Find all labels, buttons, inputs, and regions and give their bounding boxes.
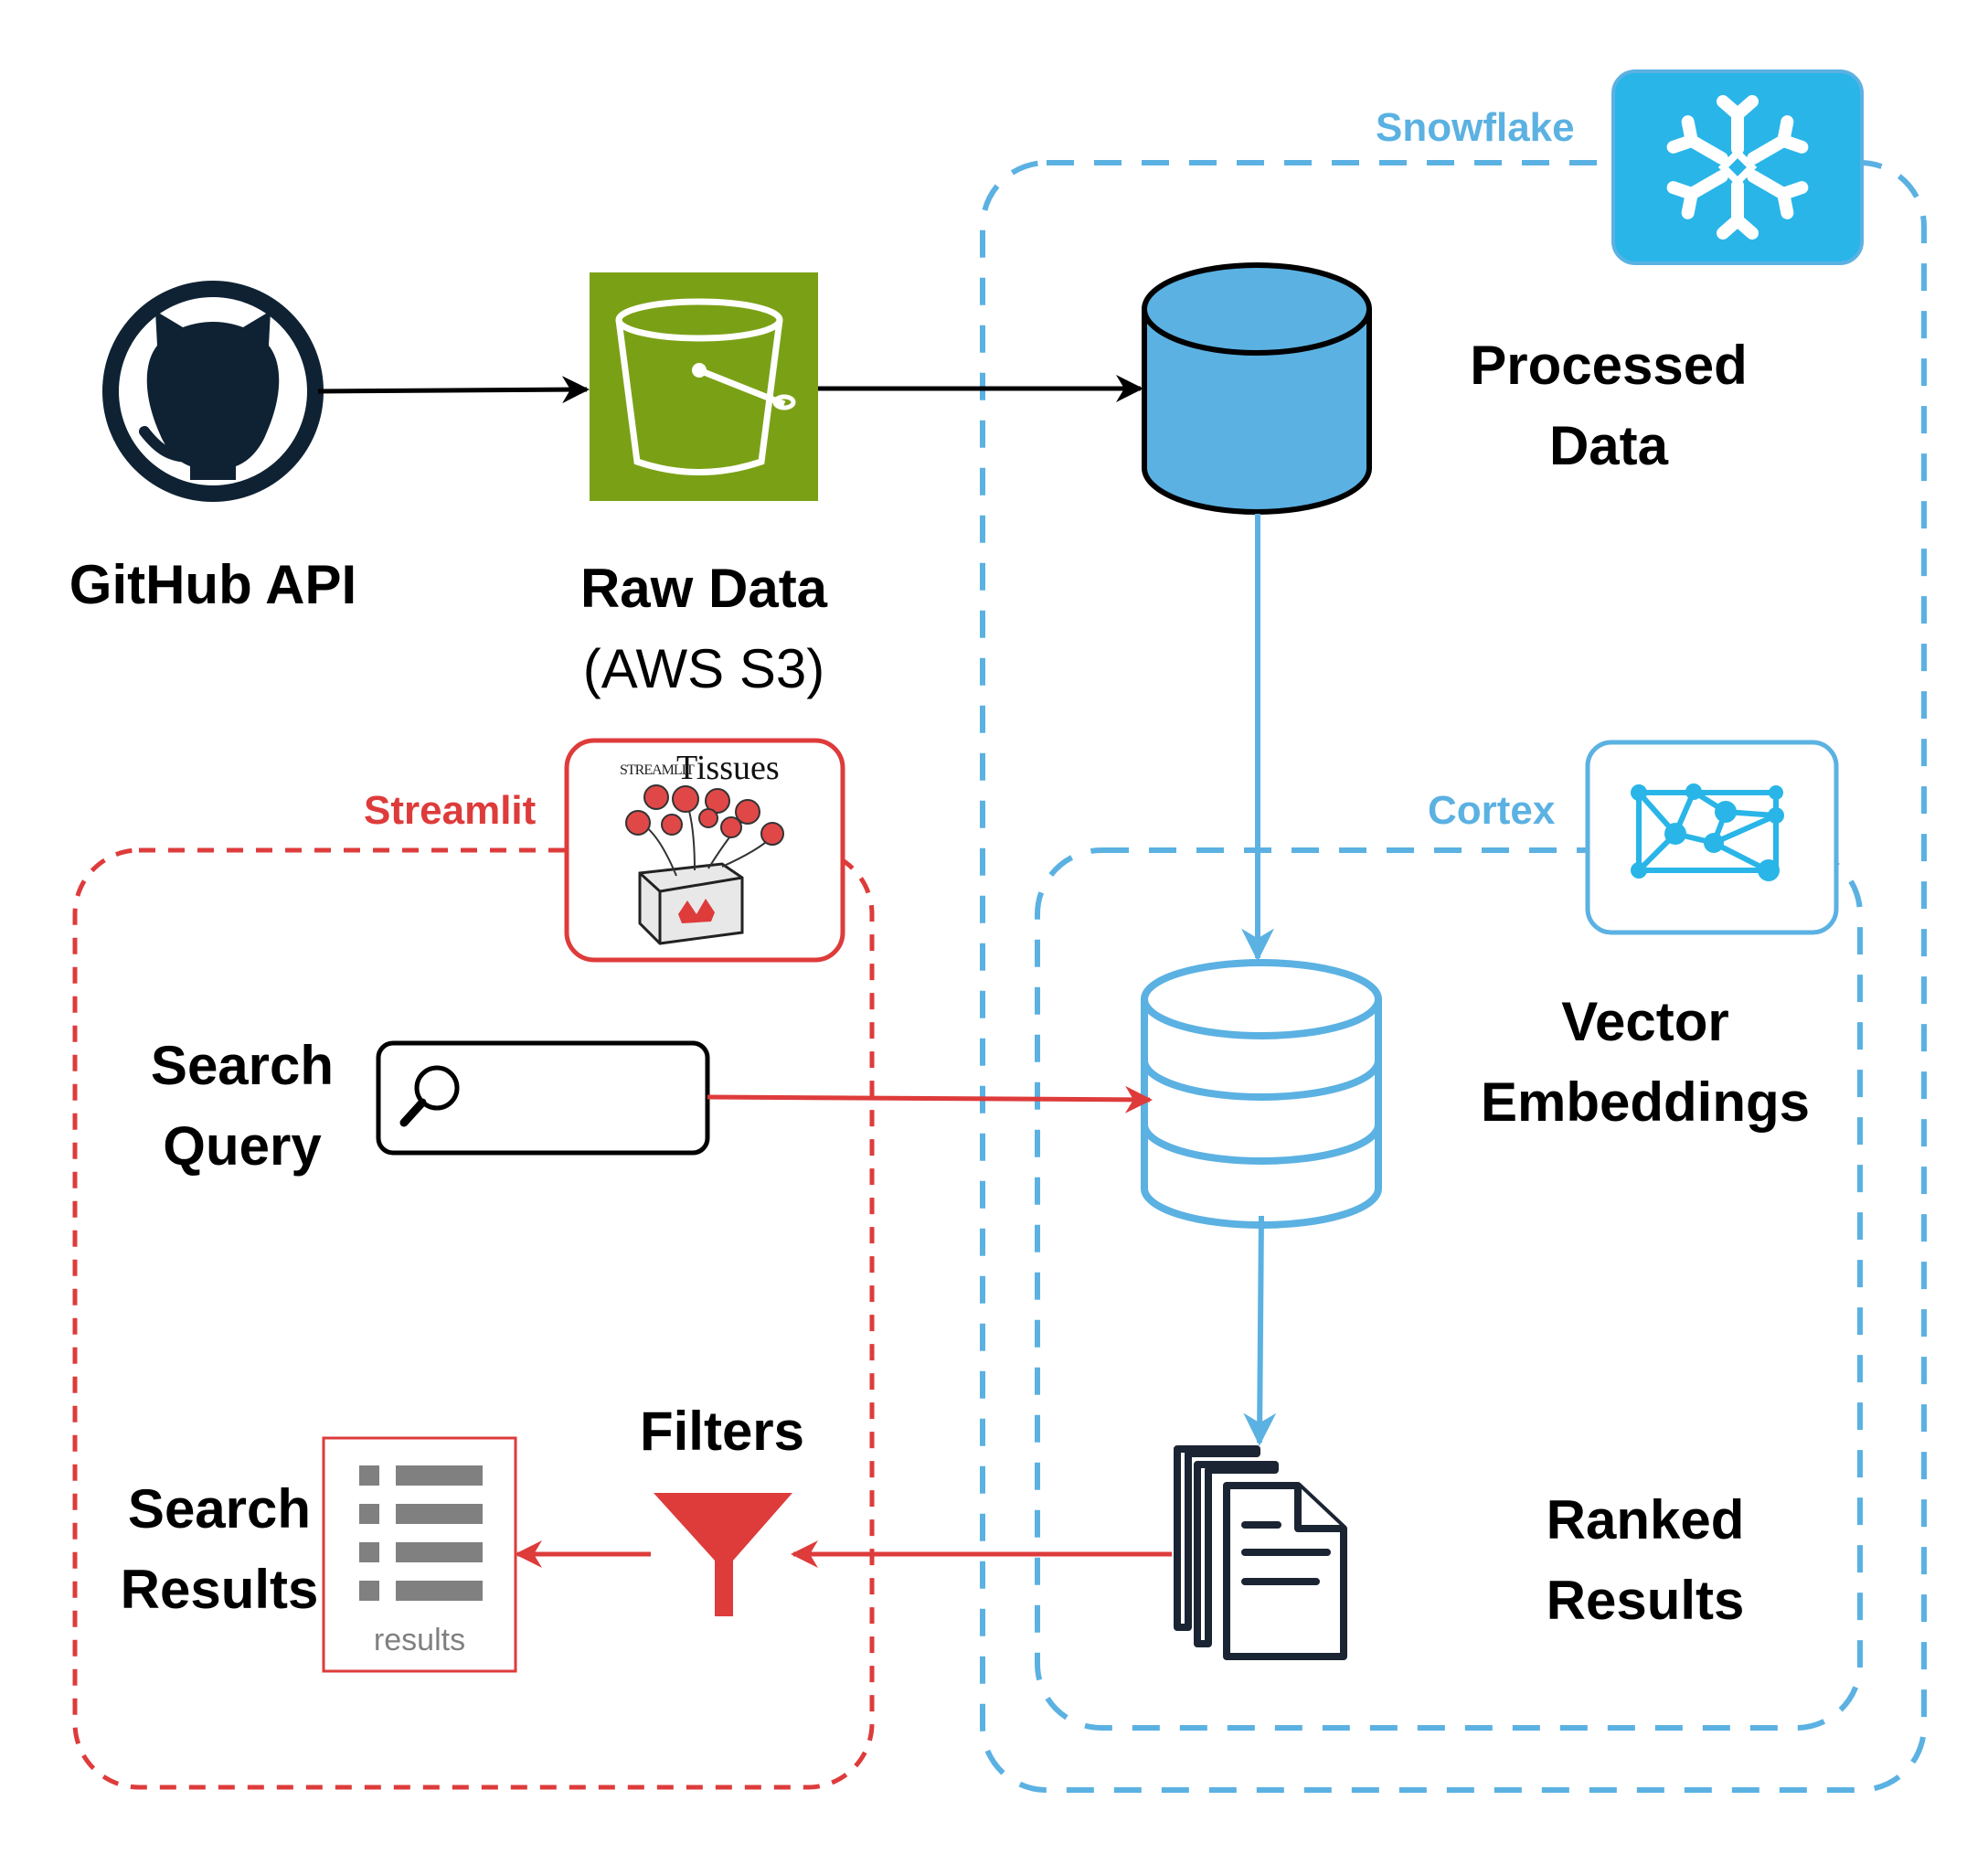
processed-data-database-icon bbox=[1142, 262, 1372, 515]
ranked-results-label-line1: Ranked bbox=[1546, 1489, 1745, 1550]
arrow-vector-to-ranked bbox=[1243, 1215, 1277, 1446]
snowflake-group-label: Snowflake bbox=[1376, 105, 1575, 150]
s3-bucket-icon bbox=[590, 272, 818, 501]
ranked-results-documents-icon bbox=[1174, 1445, 1347, 1660]
search-icon bbox=[399, 1065, 460, 1127]
raw-data-sublabel: (AWS S3) bbox=[582, 638, 825, 699]
vector-embeddings-database-icon bbox=[1141, 959, 1382, 1229]
vector-embeddings-label-line1: Vector bbox=[1561, 991, 1729, 1052]
arrow-query-to-vector bbox=[707, 1085, 1153, 1113]
search-results-label-line1: Search bbox=[127, 1478, 312, 1540]
processed-data-label-line2: Data bbox=[1548, 415, 1669, 476]
arrow-github-to-raw bbox=[317, 376, 590, 404]
tissue-box-icon bbox=[625, 784, 784, 945]
search-results-list-icon: results bbox=[322, 1436, 517, 1673]
filters-label: Filters bbox=[639, 1401, 805, 1462]
tissues-logo-title: Tissues bbox=[676, 749, 780, 787]
snowflake-group-boundary bbox=[980, 160, 1927, 1793]
cortex-group-label: Cortex bbox=[1428, 788, 1556, 833]
raw-data-label: Raw Data bbox=[579, 558, 828, 619]
streamlit-group-boundary bbox=[72, 847, 875, 1790]
snowflake-logo bbox=[1611, 69, 1864, 265]
github-api-label: GitHub API bbox=[69, 554, 357, 615]
cortex-network-icon bbox=[1585, 740, 1839, 935]
cortex-group-boundary bbox=[1035, 847, 1863, 1731]
tissues-logo-small-text: STREAMLIT bbox=[620, 762, 695, 778]
ranked-results-label-line2: Results bbox=[1546, 1570, 1745, 1631]
vector-embeddings-label-line2: Embeddings bbox=[1480, 1071, 1811, 1133]
search-query-label-line2: Query bbox=[163, 1115, 322, 1177]
streamlit-tissues-logo bbox=[564, 738, 845, 963]
search-query-input[interactable] bbox=[376, 1040, 710, 1156]
results-icon-caption: results bbox=[374, 1623, 465, 1657]
processed-data-label-line1: Processed bbox=[1470, 335, 1748, 396]
github-icon bbox=[102, 281, 324, 502]
filter-funnel-icon bbox=[654, 1493, 792, 1616]
search-query-label-line1: Search bbox=[150, 1035, 335, 1096]
search-results-label-line2: Results bbox=[120, 1559, 319, 1620]
streamlit-group-label: Streamlit bbox=[364, 788, 537, 833]
